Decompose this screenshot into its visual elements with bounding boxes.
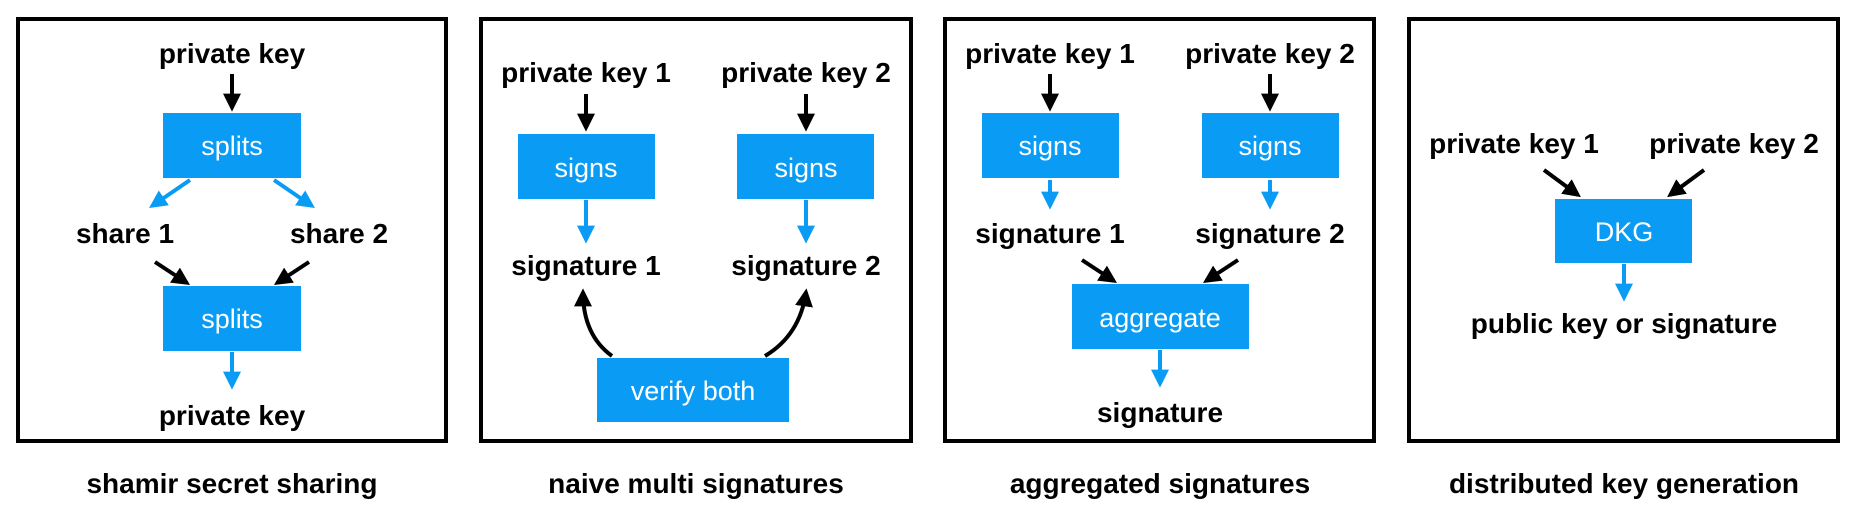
private-key-2-label: private key 2 bbox=[721, 57, 891, 88]
panel-dkg: private key 1 private key 2 DKG public k… bbox=[1407, 17, 1840, 499]
panel-shamir: private key splits share 1 share 2 split… bbox=[16, 17, 448, 499]
splits-box-bottom bbox=[163, 286, 301, 351]
share-2-label: share 2 bbox=[290, 218, 388, 249]
caption-aggregated: aggregated signatures bbox=[1010, 468, 1310, 499]
arrow-key1-to-dkg bbox=[1542, 168, 1581, 198]
signature-2-label: signature 2 bbox=[731, 250, 880, 281]
dkg-box bbox=[1555, 199, 1692, 263]
panel-frame bbox=[16, 17, 448, 443]
arrow-splits-to-share1 bbox=[149, 178, 192, 209]
arrow-verify-to-sig1 bbox=[574, 288, 614, 358]
signs-box-1 bbox=[982, 113, 1119, 178]
private-key-top-label: private key bbox=[159, 38, 306, 69]
arrow-sig1-to-aggregate bbox=[1080, 258, 1118, 283]
aggregate-box bbox=[1072, 284, 1249, 349]
signature-label: signature bbox=[1097, 397, 1223, 428]
private-key-bottom-label: private key bbox=[159, 400, 306, 431]
share-1-label: share 1 bbox=[76, 218, 174, 249]
signs-box-2-label: signs bbox=[1238, 131, 1301, 161]
arrow-verify-to-sig2 bbox=[763, 288, 813, 358]
arrow-key2-to-dkg bbox=[1667, 168, 1706, 198]
verify-both-label: verify both bbox=[631, 376, 756, 406]
splits-box-top bbox=[163, 113, 301, 178]
signs-box-2 bbox=[1202, 113, 1339, 178]
signs-box-2-label: signs bbox=[774, 153, 837, 183]
arrow-share1-to-combine bbox=[153, 260, 191, 285]
private-key-1-label: private key 1 bbox=[965, 38, 1135, 69]
verify-both-box bbox=[597, 358, 789, 422]
aggregate-box-label: aggregate bbox=[1099, 303, 1221, 333]
signs-box-1 bbox=[518, 134, 655, 199]
caption-dkg: distributed key generation bbox=[1449, 468, 1799, 499]
panel-frame bbox=[943, 17, 1376, 443]
signature-1-label: signature 1 bbox=[975, 218, 1124, 249]
caption-shamir: shamir secret sharing bbox=[86, 468, 377, 499]
signs-box-1-label: signs bbox=[1018, 131, 1081, 161]
private-key-2-label: private key 2 bbox=[1185, 38, 1355, 69]
splits-box-bottom-label: splits bbox=[201, 304, 263, 334]
panel-naive-multi: private key 1 private key 2 signs signs … bbox=[479, 17, 913, 499]
public-key-or-signature-label: public key or signature bbox=[1471, 308, 1778, 339]
panel-frame bbox=[479, 17, 913, 443]
private-key-1-label: private key 1 bbox=[501, 57, 671, 88]
splits-box-top-label: splits bbox=[201, 131, 263, 161]
panel-frame bbox=[1407, 17, 1840, 443]
signs-box-1-label: signs bbox=[554, 153, 617, 183]
private-key-2-label: private key 2 bbox=[1649, 128, 1819, 159]
arrow-sig2-to-aggregate bbox=[1202, 258, 1240, 283]
signature-1-label: signature 1 bbox=[511, 250, 660, 281]
private-key-1-label: private key 1 bbox=[1429, 128, 1599, 159]
arrow-splits-to-share2 bbox=[272, 178, 315, 209]
signature-2-label: signature 2 bbox=[1195, 218, 1344, 249]
caption-naive-multi: naive multi signatures bbox=[548, 468, 844, 499]
panel-aggregated: private key 1 private key 2 signs signs … bbox=[943, 17, 1376, 499]
signs-box-2 bbox=[737, 134, 874, 199]
dkg-box-label: DKG bbox=[1595, 217, 1654, 247]
arrow-share2-to-combine bbox=[273, 260, 311, 285]
